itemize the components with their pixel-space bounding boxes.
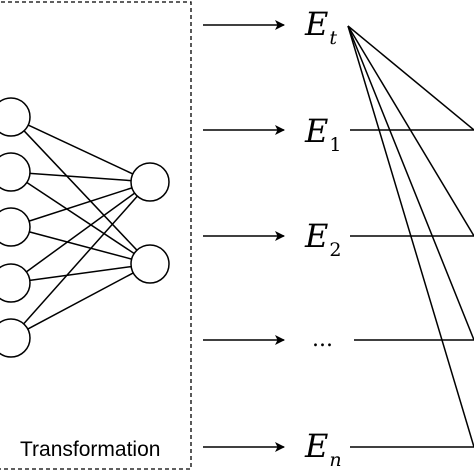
edge-2-2 [26,181,135,255]
fan-line-2 [347,25,474,237]
edge-5-1 [23,195,138,325]
edge-2-1 [29,172,132,182]
embedding-e2: E2 [304,217,341,261]
input-node-5 [0,318,31,358]
input-layer [0,97,31,358]
connector-lines [347,25,474,448]
fan-line-3 [347,25,474,341]
output-layer [130,162,170,284]
output-node-2 [130,244,170,284]
edge-3-2 [29,231,132,260]
input-node-1 [0,97,31,137]
embedding-en: En [304,427,342,471]
edge-3-1 [28,187,133,222]
input-node-3 [0,207,31,247]
edge-5-2 [27,272,134,330]
edge-1-1 [27,124,134,175]
embedding-e1: E1 [304,112,341,156]
embedding-et: Et [304,5,337,49]
edge-4-2 [29,265,132,282]
transformation-label: Transformation [20,438,160,461]
input-node-4 [0,263,31,303]
transformation-box [0,1,192,470]
fan-line-4 [347,25,474,448]
arrows [203,20,285,452]
output-node-1 [130,162,170,202]
embedding-labels: Et E1 E2 ... En [304,5,342,471]
edge-4-1 [25,192,136,273]
input-node-2 [0,152,31,192]
network-edges [23,124,138,330]
edge-1-2 [23,130,138,251]
fan-line-1 [347,25,474,131]
embedding-ellipsis: ... [312,327,333,352]
